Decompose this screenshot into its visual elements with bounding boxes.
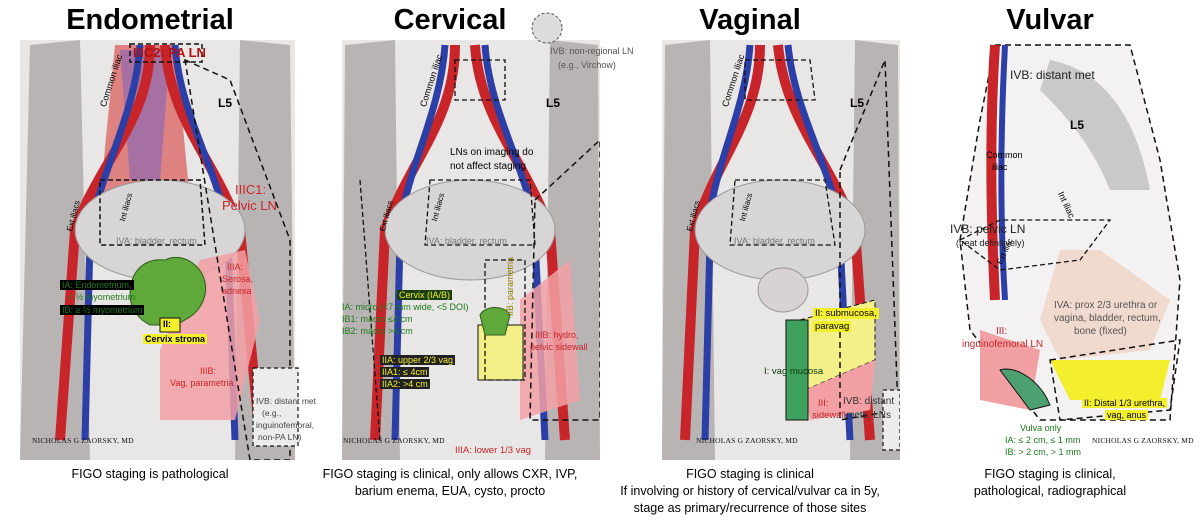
caption-line: FIGO staging is clinical, [984,467,1116,481]
label-ivb-pelvic-2: (treat definitively) [956,238,1025,248]
label-ii-1: II: Distal 1/3 urethra, [1082,398,1168,408]
caption-line: stage as primary/recurrence of those sit… [633,501,867,515]
vulvar-anatomy [958,40,1200,460]
label-i: I: vag mucosa [764,366,824,377]
label-ivb-1: IVB: non-regional LN [550,46,634,56]
label-ii-2: paravag [813,321,852,332]
label-ib: IB: > 2 cm, > 1 mm [1005,447,1082,457]
label-iiia-3: adnexa [222,286,252,296]
panel-title: Vulvar [1006,4,1094,36]
label-iiib-1: IIIB: hydro, [535,330,579,340]
label-iiia-1: IIIA: [227,262,244,272]
panel-caption: FIGO staging is pathological [0,466,300,483]
author-credit: NICHOLAS G ZAORSKY, MD [343,436,445,445]
panel-title: Vaginal [699,4,801,36]
label-l5: L5 [1070,118,1085,132]
label-ivb-1: IVB: distant [843,396,895,407]
label-ia: IA: ≤ 2 cm, ≤ 1 mm [1005,435,1081,445]
panel-title: Endometrial [66,4,234,36]
caption-line: pathological, radiographical [973,484,1127,498]
label-iva-2: vagina, bladder, rectum, [1054,313,1161,324]
panel-title: Cervical [393,4,507,36]
label-ii-2: vag, anus [1105,410,1149,420]
panel-vaginal: Vaginal L5 Common iliac Ext iliacs Int i… [600,0,900,525]
label-ivb-1: IVB: distant met [256,396,316,406]
label-iia2: IIA2: >4 cm [380,379,430,389]
label-ivb-4: non-PA LN) [258,432,302,442]
label-ivb-pelvic-1: IVB: pelvic LN [950,222,1026,236]
label-iva: IVA: bladder, rectum [734,236,815,246]
label-iva: IVA: bladder, rectum [426,236,507,246]
label-ia-2: < ½ myometrium [68,292,136,302]
label-iii-1: III: [818,398,829,409]
panel-vulvar: Vulvar IVB: distant met L5 Common iliac … [900,0,1200,525]
label-ia-1: IA: Endometrium, [60,280,134,290]
label-iia: IIA: upper 2/3 vag [380,355,456,365]
label-iib: IIB: parametria [505,256,515,316]
label-iva-3: bone (fixed) [1074,326,1127,337]
author-credit: NICHOLAS G ZAORSKY, MD [1092,436,1194,445]
label-cervix: Cervix (IA/B) [397,290,453,300]
caption-line: barium enema, EUA, cysto, procto [354,484,546,498]
label-iiia: IIIA: lower 1/3 vag [455,445,532,456]
panel-endometrial: Endometrial IIIC2: PA LN L5 Common iliac… [0,0,316,525]
vaginal-anatomy [662,40,900,460]
label-ln-note-2: not affect staging [450,161,526,172]
label-ia: IA: micro (<7 mm wide, <5 DOI) [342,302,469,312]
label-ii-1: II: submucosa, [813,308,879,319]
label-iiib-2: pelvic sidewall [530,342,588,352]
label-ib1: IB1: macro ≤4 cm [342,314,413,324]
label-iva: IVA: bladder, rectum [116,236,197,246]
label-ivb-distant: IVB: distant met [1010,68,1095,82]
label-pelvic-ln-1: IIIC1: [235,182,267,197]
label-iiib-2: Vag, parametria [170,378,234,388]
panel-caption: FIGO staging is clinical If involving or… [600,466,900,517]
label-i-1: Vulva only [1020,423,1062,433]
label-iiib-1: IIIB: [200,366,217,376]
label-ib2: IB2: macro >4 cm [342,326,413,336]
label-l5: L5 [546,96,561,110]
author-credit: NICHOLAS G ZAORSKY, MD [32,436,134,445]
caption-line: FIGO staging is clinical, only allows CX… [322,467,578,481]
panel-cervical: Cervical IVB: non-regional LN (e.g., Vir… [300,0,634,525]
endometrial-anatomy [20,40,299,460]
panel-caption: FIGO staging is clinical, only allows CX… [300,466,600,500]
label-iii-1: III: [996,326,1008,337]
caption-line: FIGO staging is clinical [686,467,814,481]
label-iii-2: inguinofemoral LN [962,339,1044,350]
label-pa-ln: IIIC2: PA LN [133,45,206,60]
label-pelvic-ln-2: Pelvic LN [222,198,277,213]
author-credit: NICHOLAS G ZAORSKY, MD [696,436,798,445]
cervical-anatomy [342,12,600,460]
label-common-2: iliac [992,162,1008,172]
label-ivb-2: mets, LNs [846,410,892,421]
label-l5: L5 [850,96,865,110]
label-ib: IB: ≥ ½ myometrium [60,305,145,315]
label-common-1: Common [986,150,1023,160]
caption-line: FIGO staging is pathological [71,467,229,481]
panel-caption: FIGO staging is clinical, pathological, … [900,466,1200,500]
label-ivb-2: (e.g., [262,408,282,418]
label-iiia-2: Serosa, [222,274,254,284]
caption-line: If involving or history of cervical/vulv… [620,484,880,498]
label-ii-2: Cervix stroma [143,334,208,344]
label-ivb-3: inguinofemoral, [256,420,315,430]
label-iii-2: sidewall [812,410,846,421]
label-ln-note-1: LNs on imaging do [450,147,534,158]
label-iia1: IIA1: ≤ 4cm [380,367,430,377]
label-l5: L5 [218,96,233,110]
label-ivb-2: (e.g., Virchow) [558,60,616,70]
label-ii: II: [163,319,171,329]
label-iva-1: IVA: prox 2/3 urethra or [1054,300,1158,311]
